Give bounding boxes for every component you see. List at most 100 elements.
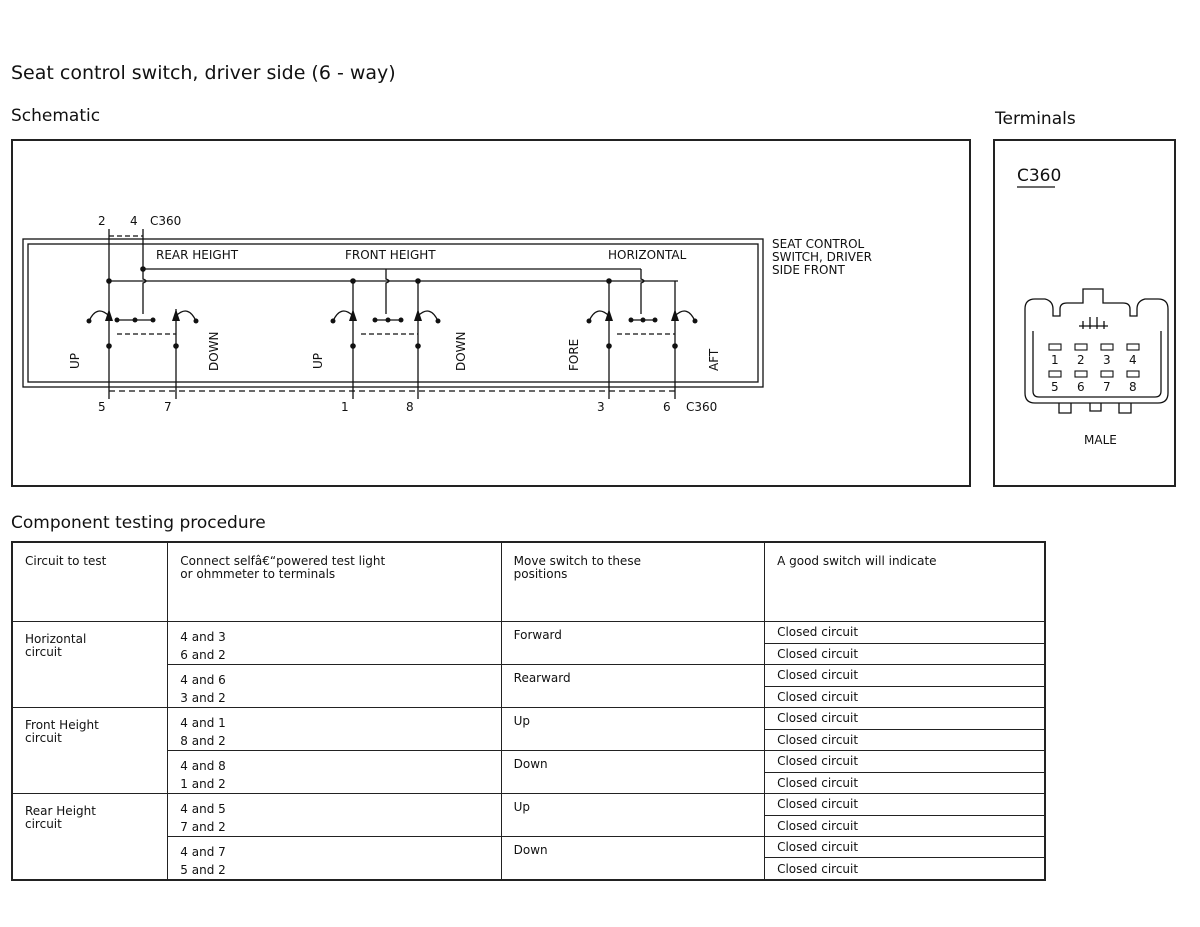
- cell-terminals: 4 and 5 7 and 2: [167, 793, 502, 837]
- terminal-pin-6: 6: [1077, 380, 1085, 394]
- cell-result: Closed circuit: [764, 685, 1046, 708]
- header-indication: A good switch will indicate: [764, 541, 1046, 622]
- terminals-panel: C360 1 2 3 4 5 6 7 8 MALE: [993, 139, 1176, 487]
- cell-terminals: 4 and 7 5 and 2: [167, 836, 502, 881]
- cell-circuit: Rear Height circuit: [11, 793, 169, 881]
- connector-body: [1024, 288, 1169, 414]
- terminals-connector-label: C360: [1017, 166, 1061, 186]
- table-row: Closed circuit: [12, 814, 1046, 837]
- section-rear-height: REAR HEIGHT: [156, 248, 239, 262]
- table-row: Closed circuit: [12, 728, 1046, 751]
- terminal-pair: 1 and 2: [180, 777, 226, 791]
- blade-rear-up: [88, 310, 110, 322]
- cell-result: Closed circuit: [764, 707, 1046, 730]
- switch-housing-outer: [22, 238, 764, 388]
- terminal-pair: 7 and 2: [180, 820, 226, 834]
- terminal-pin-5: 5: [1051, 380, 1059, 394]
- procedure-title: Component testing procedure: [11, 513, 266, 533]
- schematic-diagram: 2 4 C360 REAR HEIGHT FRONT HEIGHT HORIZO…: [22, 214, 872, 414]
- pin-top-4: 4: [130, 214, 138, 228]
- pos-rear-up: UP: [68, 353, 82, 369]
- cell-circuit: Front Height circuit: [11, 707, 169, 794]
- component-label-1: SEAT CONTROL: [772, 237, 865, 251]
- cell-terminals: 4 and 1 8 and 2: [167, 707, 502, 751]
- pos-front-up: UP: [311, 353, 325, 369]
- cell-position: Forward: [500, 621, 766, 665]
- terminal-pair: 3 and 2: [180, 691, 226, 705]
- terminal-pads: [1048, 343, 1140, 378]
- terminal-pin-2: 2: [1077, 353, 1085, 367]
- terminal-pair: 8 and 2: [180, 734, 226, 748]
- cell-position: Down: [500, 750, 766, 794]
- blade-fore: [588, 310, 610, 322]
- jumper-rear: [142, 269, 147, 314]
- cell-result: Closed circuit: [764, 728, 1046, 751]
- blade-rear-down: [175, 310, 197, 322]
- pin-bottom-7: 7: [164, 400, 172, 414]
- blade-front-up: [332, 310, 354, 322]
- terminal-pin-3: 3: [1103, 353, 1111, 367]
- jumper-horiz: [640, 269, 645, 314]
- cell-result: Closed circuit: [764, 793, 1046, 816]
- connector-bottom-label: C360: [686, 400, 717, 414]
- component-label-2: SWITCH, DRIVER: [772, 250, 872, 264]
- terminals-title: Terminals: [995, 109, 1076, 129]
- cell-position: Rearward: [500, 664, 766, 708]
- pos-aft: AFT: [707, 348, 721, 371]
- terminal-pin-4: 4: [1129, 353, 1137, 367]
- schematic-title: Schematic: [11, 106, 101, 126]
- blade-front-down: [417, 310, 439, 322]
- pin-bottom-1: 1: [341, 400, 349, 414]
- table-row: Closed circuit: [12, 857, 1046, 881]
- header-circuit: Circuit to test: [11, 541, 169, 622]
- terminal-pair: 5 and 2: [180, 863, 226, 877]
- pin-bottom-5: 5: [98, 400, 106, 414]
- pin-bottom-3: 3: [597, 400, 605, 414]
- section-horizontal: HORIZONTAL: [608, 248, 687, 262]
- cell-circuit: Horizontal circuit: [11, 621, 169, 708]
- terminal-pair: 4 and 3: [180, 630, 226, 644]
- terminal-pair: 4 and 6: [180, 673, 226, 687]
- connector-face-diagram: C360 1 2 3 4 5 6 7 8 MALE: [1017, 166, 1169, 447]
- procedure-table: Circuit to test Connect selfâ€“powered t…: [11, 541, 1046, 881]
- cell-position: Down: [500, 836, 766, 881]
- terminal-pin-1: 1: [1051, 353, 1059, 367]
- terminal-pair: 4 and 5: [180, 802, 226, 816]
- terminal-pair: 4 and 7: [180, 845, 226, 859]
- terminal-pin-8: 8: [1129, 380, 1137, 394]
- component-label-3: SIDE FRONT: [772, 263, 845, 277]
- connector-gender: MALE: [1084, 433, 1117, 447]
- pos-fore: FORE: [567, 339, 581, 371]
- terminal-pair: 4 and 8: [180, 759, 226, 773]
- terminal-pair: 4 and 1: [180, 716, 226, 730]
- connector-top-label: C360: [150, 214, 181, 228]
- cell-terminals: 4 and 6 3 and 2: [167, 664, 502, 708]
- terminal-pin-7: 7: [1103, 380, 1111, 394]
- header-terminals: Connect selfâ€“powered test light or ohm…: [167, 541, 502, 622]
- pin-bottom-8: 8: [406, 400, 414, 414]
- cell-result: Closed circuit: [764, 814, 1046, 837]
- cell-result: Closed circuit: [764, 642, 1046, 665]
- header-positions: Move switch to these positions: [500, 541, 766, 622]
- cell-result: Closed circuit: [764, 835, 1046, 859]
- cell-result: Closed circuit: [764, 621, 1046, 644]
- cell-result: Closed circuit: [764, 771, 1046, 794]
- pin-top-2: 2: [98, 214, 106, 228]
- table-row: Closed circuit: [12, 685, 1046, 708]
- switch-housing-inner: [27, 243, 759, 383]
- pin-bottom-6: 6: [663, 400, 671, 414]
- blade-aft: [674, 310, 696, 322]
- cell-position: Up: [500, 793, 766, 837]
- jumper-front: [385, 269, 390, 314]
- cell-result: Closed circuit: [764, 750, 1046, 773]
- page-title: Seat control switch, driver side (6 - wa…: [11, 62, 396, 84]
- schematic-panel: 2 4 C360 REAR HEIGHT FRONT HEIGHT HORIZO…: [11, 139, 971, 487]
- section-front-height: FRONT HEIGHT: [345, 248, 436, 262]
